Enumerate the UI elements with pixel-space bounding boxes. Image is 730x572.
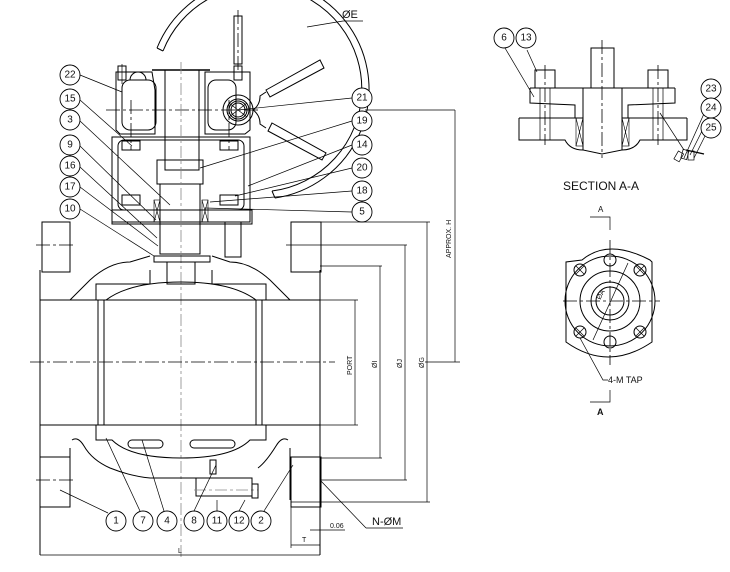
svg-text:1: 1 (113, 516, 119, 527)
valve-body (30, 221, 335, 555)
top-view-flange: A ØA 4-M TAP A (563, 205, 660, 417)
svg-text:19: 19 (356, 116, 368, 127)
dimension-dia-j: ØJ (286, 244, 407, 481)
label-dia-j: ØJ (397, 359, 404, 368)
label-length: L (178, 548, 182, 555)
dimension-flange-holes: N-ØM (319, 479, 403, 529)
callout-11: 11 (206, 510, 228, 532)
callouts-left: 22 15 3 9 16 17 10 (59, 64, 171, 257)
svg-text:17: 17 (64, 182, 76, 193)
svg-text:18: 18 (356, 186, 368, 197)
handwheel (156, 0, 370, 199)
svg-text:6: 6 (501, 33, 507, 44)
svg-text:8: 8 (191, 516, 197, 527)
tag-icon (673, 148, 705, 163)
svg-text:2: 2 (258, 516, 264, 527)
section-mark-bottom: A (597, 407, 604, 417)
svg-text:15: 15 (64, 94, 76, 105)
gearbox (106, 62, 260, 560)
callout-5: 5 (351, 201, 373, 223)
callout-21: 21 (351, 87, 373, 109)
callout-12: 12 (228, 510, 250, 532)
label-thickness: T (302, 537, 307, 544)
callout-19: 19 (351, 110, 373, 132)
section-a-a: SECTION A-A (518, 40, 705, 193)
callout-7: 7 (132, 510, 154, 532)
callout-4: 4 (156, 510, 178, 532)
callout-8: 8 (183, 510, 205, 532)
svg-text:25: 25 (705, 123, 717, 134)
dimension-dia-g: ØG (291, 221, 430, 503)
dimension-dia-i: ØI (320, 265, 382, 459)
callout-1: 1 (105, 510, 127, 532)
callout-17: 17 (59, 176, 81, 198)
label-port: PORT (347, 355, 354, 375)
callout-9: 9 (59, 134, 81, 156)
label-handwheel-diameter: ØE (342, 9, 358, 21)
dimension-approx-height: APPROX. H (365, 109, 460, 363)
callout-13: 13 (515, 27, 537, 49)
dimension-raised-face: 0.06 (310, 523, 345, 531)
callout-22: 22 (59, 64, 81, 86)
label-approx-height: APPROX. H (446, 220, 453, 258)
svg-text:14: 14 (356, 140, 368, 151)
svg-text:23: 23 (705, 84, 717, 95)
svg-text:13: 13 (520, 33, 532, 44)
callouts-right: 21 19 14 20 18 5 (199, 87, 373, 223)
svg-text:22: 22 (64, 70, 76, 81)
svg-text:9: 9 (67, 140, 73, 151)
callout-25: 25 (700, 117, 722, 139)
dimension-handwheel-diameter: ØE (306, 9, 363, 28)
callout-6: 6 (493, 27, 515, 49)
callout-16: 16 (59, 155, 81, 177)
svg-text:12: 12 (233, 516, 245, 527)
svg-text:20: 20 (356, 163, 368, 174)
callout-2: 2 (250, 510, 272, 532)
svg-text:21: 21 (356, 93, 368, 104)
svg-text:24: 24 (705, 103, 717, 114)
callout-14: 14 (351, 134, 373, 156)
svg-text:5: 5 (359, 207, 365, 218)
label-bore-diameter: ØA (596, 288, 607, 301)
svg-text:3: 3 (67, 115, 73, 126)
svg-text:4: 4 (164, 516, 170, 527)
callout-18: 18 (351, 180, 373, 202)
callout-3: 3 (59, 109, 81, 131)
section-mark-top: A (598, 205, 604, 214)
callout-24: 24 (700, 97, 722, 119)
label-dia-i: ØI (372, 361, 379, 368)
svg-text:7: 7 (140, 516, 146, 527)
callouts-bottom: 1 7 4 8 11 12 2 (59, 437, 294, 532)
callout-15: 15 (59, 88, 81, 110)
label-tap: 4-M TAP (608, 375, 643, 385)
label-raised-face: 0.06 (330, 523, 344, 530)
callout-10: 10 (59, 198, 81, 220)
dimension-length: L (40, 548, 320, 556)
callout-20: 20 (351, 157, 373, 179)
callout-23: 23 (700, 78, 722, 100)
section-title: SECTION A-A (563, 179, 639, 193)
dimension-thickness: T (290, 500, 320, 548)
svg-text:11: 11 (212, 516, 223, 527)
svg-text:10: 10 (64, 204, 76, 215)
label-flange-holes: N-ØM (372, 516, 401, 528)
callouts-section: 6 13 23 24 25 (493, 27, 722, 159)
svg-text:16: 16 (64, 161, 76, 172)
dimension-port: PORT (320, 299, 358, 426)
label-dia-g: ØG (419, 357, 426, 368)
bolt-hole (573, 253, 647, 349)
